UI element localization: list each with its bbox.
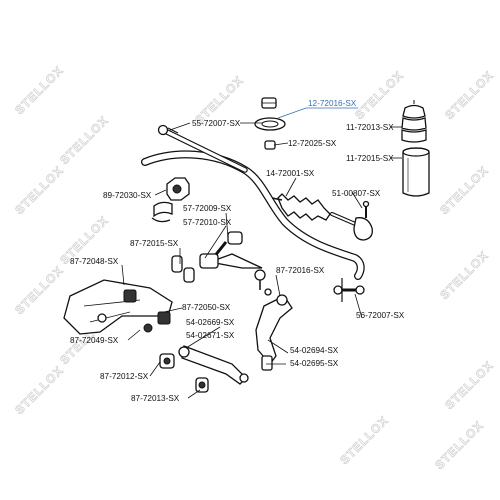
watermark: STELLOX [57, 113, 111, 167]
watermark: STELLOX [12, 63, 66, 117]
part-label-54-02671: 54-02671-SX [186, 331, 235, 340]
leader-line [127, 329, 141, 341]
part-label-89-72030: 89-72030-SX [103, 191, 152, 200]
leader-line [277, 107, 307, 119]
watermark: STELLOX [337, 413, 391, 467]
part-label-87-72049: 87-72049-SX [70, 336, 119, 345]
part-label-54-02695: 54-02695-SX [290, 359, 339, 368]
watermark: STELLOX [352, 68, 406, 122]
bushing [157, 311, 171, 325]
part-label-87-72050: 87-72050-SX [182, 303, 231, 312]
watermark: STELLOX [442, 68, 496, 122]
part-label-14-72001: 14-72001-SX [266, 169, 315, 178]
part-labels: 12-72016-SX 55-72007-SX 11-72013-SX 12-7… [70, 99, 405, 403]
stabilizer-bushing [151, 177, 190, 223]
watermark: STELLOX [437, 163, 491, 217]
part-label-55-72007: 55-72007-SX [192, 119, 241, 128]
leader-line [163, 307, 183, 313]
part-label-87-72048: 87-72048-SX [70, 257, 119, 266]
leader-line [204, 225, 227, 259]
leader-line [154, 189, 167, 196]
watermark: STELLOX [432, 418, 486, 472]
watermark: STELLOX [12, 363, 66, 417]
part-label-87-72015: 87-72015-SX [130, 239, 179, 248]
tie-rod-end [330, 200, 373, 241]
watermark: STELLOX [12, 263, 66, 317]
watermark: STELLOX [437, 248, 491, 302]
watermark: STELLOX [442, 358, 496, 412]
leader-line [354, 293, 363, 319]
lower-link-arm [178, 345, 249, 385]
bump-stop [401, 100, 427, 143]
part-label-51-00807: 51-00807-SX [332, 189, 381, 198]
strut-top-mount [254, 97, 286, 150]
tie-rod [157, 124, 248, 173]
leader-line [121, 264, 125, 286]
part-label-87-72012: 87-72012-SX [100, 372, 149, 381]
part-label-54-02694: 54-02694-SX [290, 346, 339, 355]
leader-line [187, 389, 201, 399]
lower-control-arm [255, 288, 293, 371]
upper-control-arm [171, 231, 266, 290]
leader-line [351, 191, 363, 209]
part-label-56-72007: 56-72007-SX [356, 311, 405, 320]
leader-line [275, 274, 281, 297]
stabilizer-bar [141, 150, 365, 280]
watermark: STELLOX [12, 163, 66, 217]
part-label-11-72013: 11-72013-SX [346, 123, 394, 132]
part-label-12-72016: 12-72016-SX [308, 99, 357, 108]
leader-line [149, 361, 161, 377]
stabilizer-link [333, 278, 365, 302]
subframe [63, 279, 173, 335]
dust-boot [402, 147, 430, 197]
part-label-57-72009: 57-72009-SX [183, 204, 232, 213]
arm-bushings [159, 353, 209, 393]
leader-line [285, 177, 297, 197]
part-label-12-72025: 12-72025-SX [288, 139, 337, 148]
part-label-11-72015: 11-72015-SX [346, 154, 394, 163]
part-label-87-72013: 87-72013-SX [131, 394, 180, 403]
leader-line [169, 122, 191, 131]
leader-line [273, 142, 289, 146]
leader-line [267, 339, 289, 354]
leader-line [185, 326, 221, 349]
leader-lines [121, 107, 402, 399]
part-label-87-72016: 87-72016-SX [276, 266, 325, 275]
part-label-54-02669: 54-02669-SX [186, 318, 235, 327]
leader-line [225, 212, 229, 239]
part-label-57-72010: 57-72010-SX [183, 218, 232, 227]
